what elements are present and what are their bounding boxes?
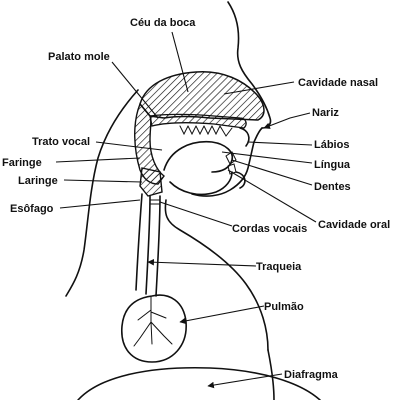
leader-cavidade-nasal: [223, 81, 295, 95]
leader-labios: [247, 141, 313, 146]
leader-laringe: [63, 179, 143, 183]
tongue-shape: [163, 140, 234, 173]
leader-traqueia: [147, 258, 257, 267]
diaphragm-curve: [77, 366, 321, 400]
leader-dentes: [231, 159, 313, 186]
label-nariz: Nariz: [312, 107, 339, 119]
leader-pulmao: [179, 305, 265, 325]
leader-lingua: [221, 151, 313, 164]
leader-faringe: [55, 157, 141, 163]
vocal-folds-mark: [149, 199, 161, 205]
lower-lip-shape: [235, 171, 246, 189]
label-diafragma: Diafragma: [284, 369, 339, 381]
head-outline: [227, 1, 272, 129]
label-traqueia: Traqueia: [256, 261, 302, 273]
upper-teeth: [179, 125, 233, 137]
larynx-shape: [139, 167, 163, 197]
leader-ceu-da-boca: [171, 31, 189, 93]
label-cavidade-oral: Cavidade oral: [318, 219, 390, 231]
lung-outline: [121, 294, 187, 363]
label-trato-vocal: Trato vocal: [32, 136, 90, 148]
body-outline-right: [267, 349, 275, 400]
trachea-tube-right: [155, 195, 161, 297]
leader-nariz: [263, 112, 311, 129]
label-cordas-vocais: Cordas vocais: [232, 223, 307, 235]
label-lingua: Língua: [314, 159, 351, 171]
label-esofago: Esôfago: [10, 203, 54, 215]
lower-teeth: [225, 151, 237, 175]
leader-palato-mole: [111, 61, 159, 119]
leader-lines: [55, 31, 317, 389]
upper-lip-shape: [239, 127, 250, 147]
palate-shape: [149, 113, 247, 129]
neck-back-outline: [65, 89, 139, 297]
leader-esofago: [59, 199, 141, 209]
label-cavidade-nasal: Cavidade nasal: [298, 77, 378, 89]
label-laringe: Laringe: [18, 175, 58, 187]
nasal-cavity-shape: [139, 71, 265, 121]
leader-cordas-vocais: [159, 201, 233, 227]
label-palato-mole: Palato mole: [48, 51, 110, 63]
bronchi-tree: [133, 295, 173, 347]
label-dentes: Dentes: [314, 181, 351, 193]
label-faringe: Faringe: [2, 157, 42, 169]
esophagus-tube: [135, 193, 143, 291]
leader-trato-vocal: [95, 141, 163, 151]
leader-diafragma: [207, 373, 283, 389]
face-outline: [191, 127, 263, 197]
label-pulmao: Pulmão: [264, 301, 304, 313]
label-labios: Lábios: [314, 139, 349, 151]
leader-cavidade-oral: [227, 169, 317, 223]
oral-cavity-outline: [169, 171, 233, 196]
neck-front-outline: [164, 199, 269, 351]
trachea-tube-left: [145, 195, 151, 295]
label-ceu-da-boca: Céu da boca: [130, 17, 196, 29]
